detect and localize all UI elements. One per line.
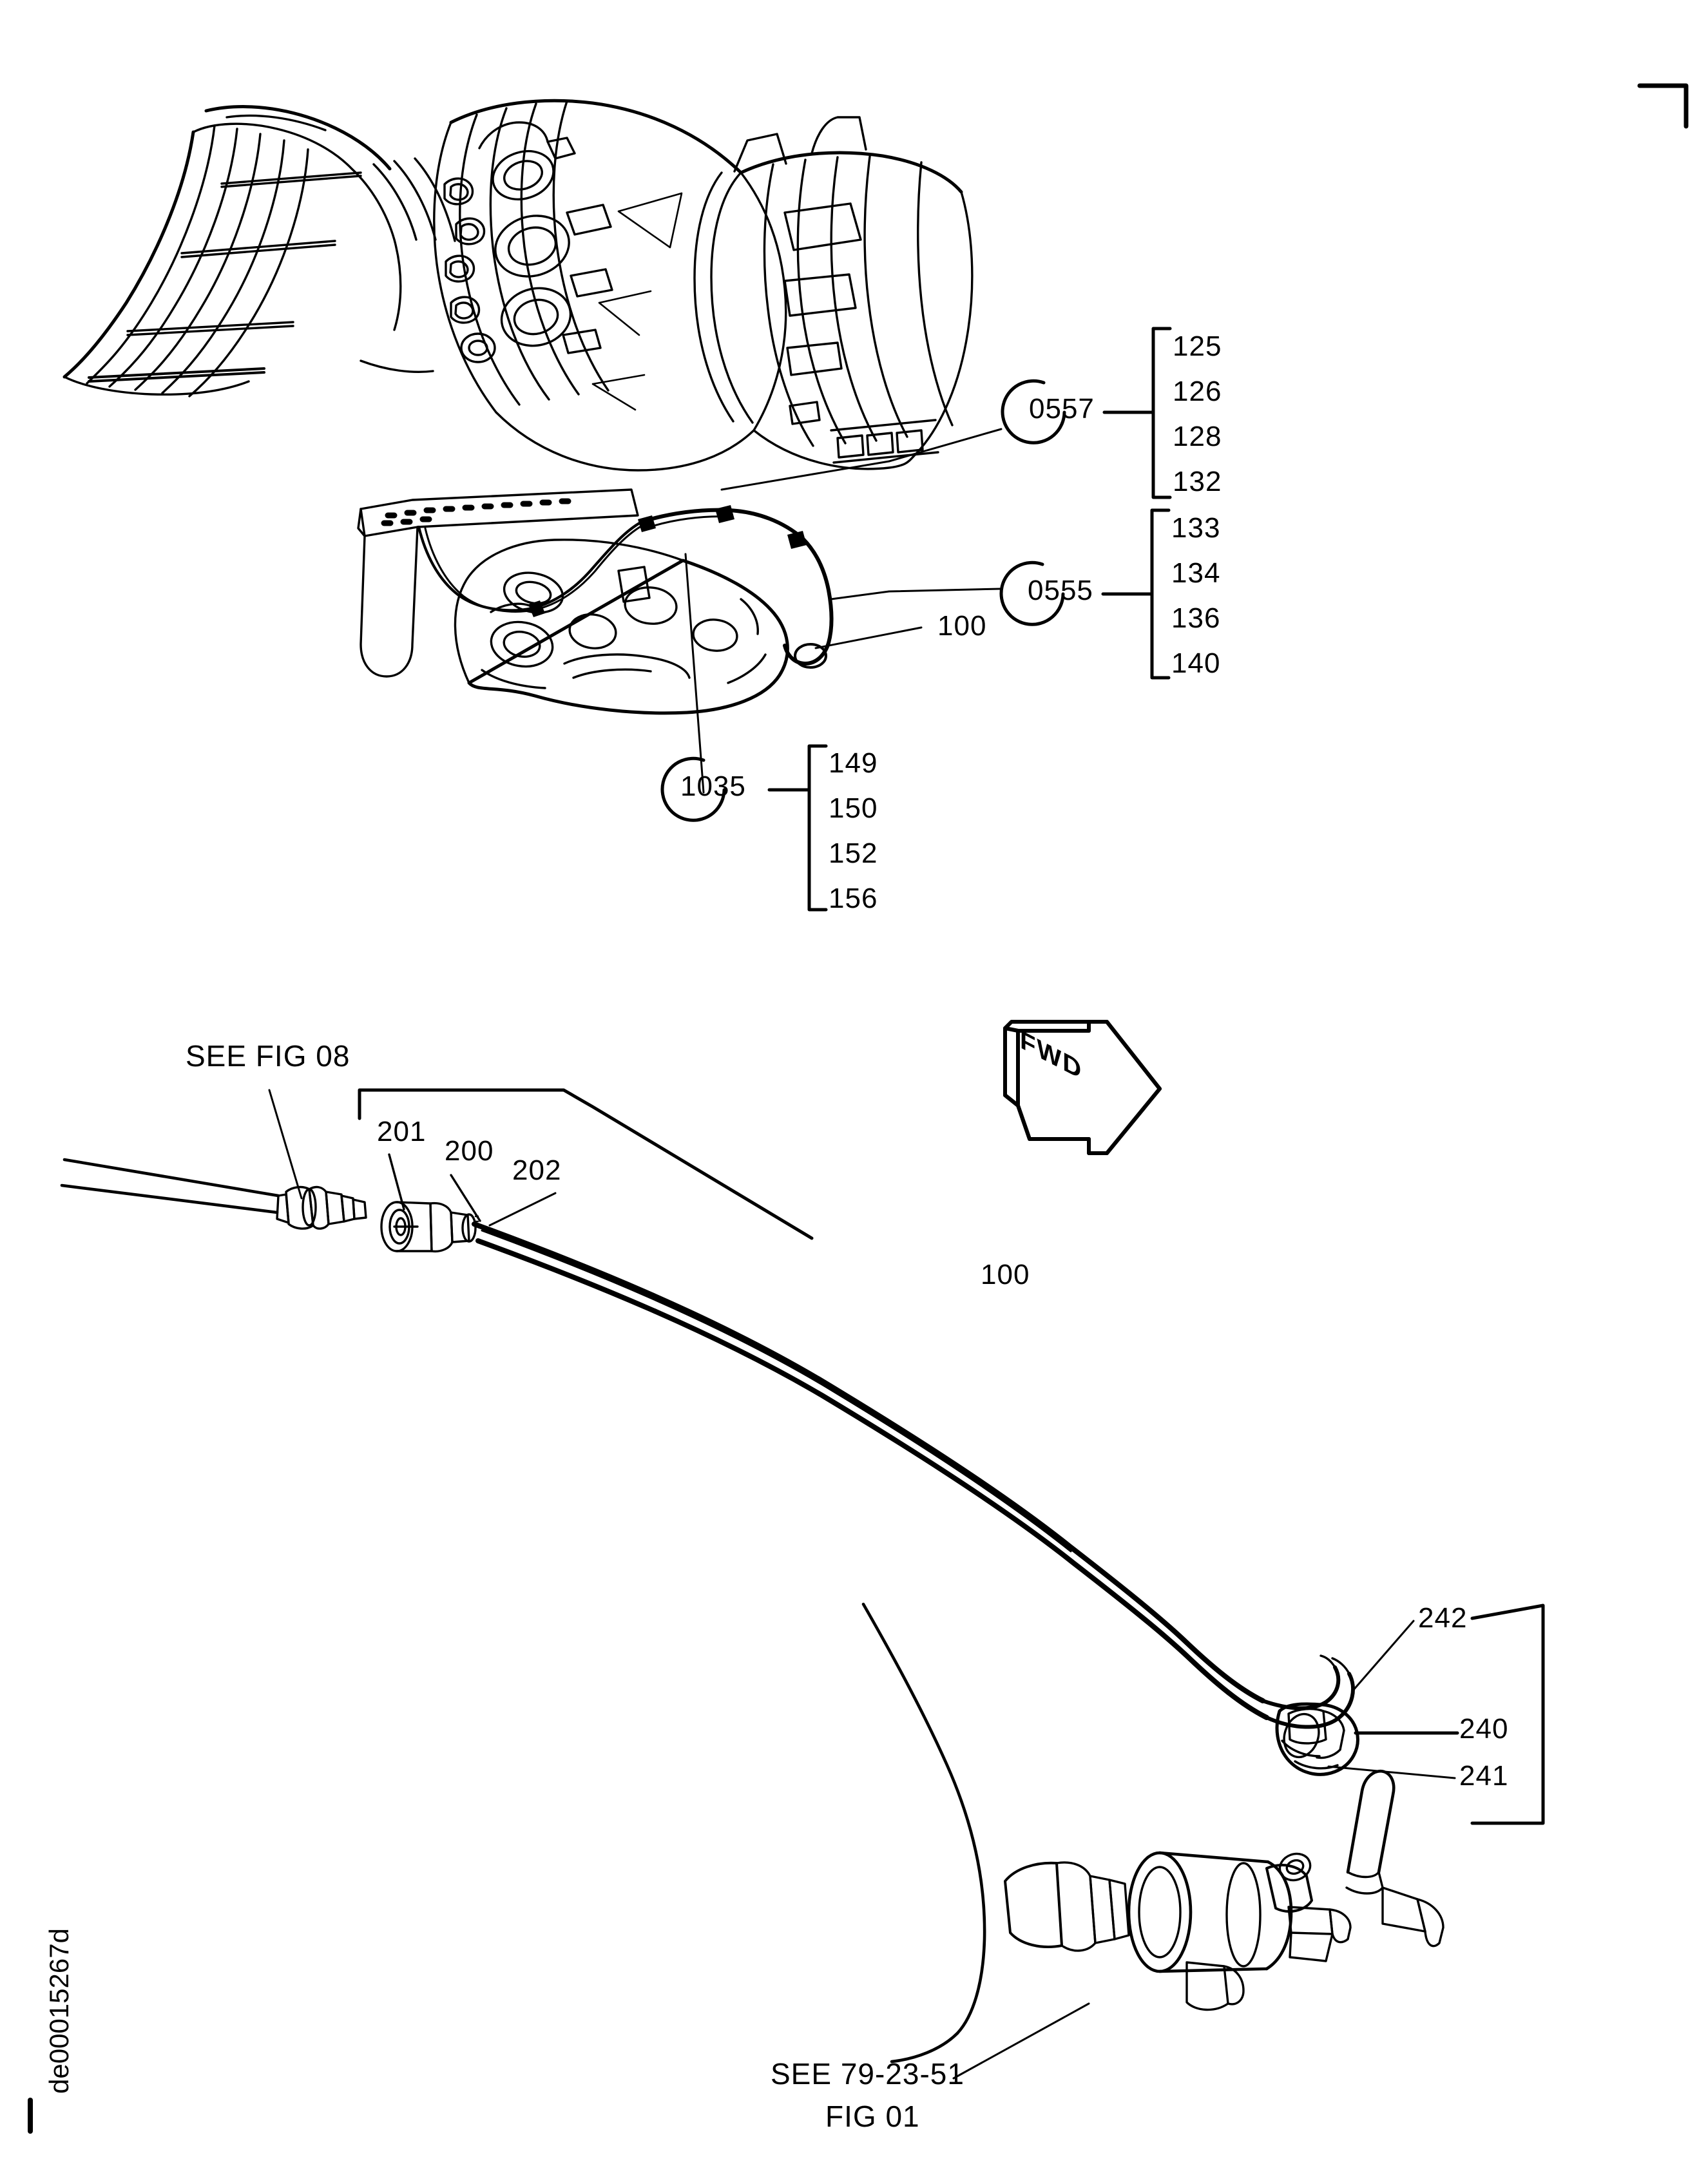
callout-id-1035: 1035 — [680, 771, 746, 802]
tube-outline-upper — [472, 1221, 1265, 1703]
item-number-242: 242 — [1418, 1602, 1468, 1634]
tube-highlight — [481, 1229, 1072, 1553]
bracket-1035 — [807, 744, 828, 912]
callout-id-0557: 0557 — [1029, 393, 1095, 425]
item-number-200: 200 — [445, 1135, 494, 1167]
item-number: 134 — [1171, 557, 1221, 589]
callout-circle-0557 — [1001, 379, 1066, 445]
item-number: 149 — [829, 747, 878, 779]
item-number-202: 202 — [512, 1154, 562, 1186]
callout-circle-1035 — [660, 756, 726, 822]
crop-mark-icon — [1637, 83, 1689, 129]
drawing-number: de00015267d — [44, 1928, 74, 2094]
engine-assembly-lineart — [62, 99, 1172, 912]
callout-circle-0555 — [999, 560, 1065, 626]
item-number-100-lower: 100 — [981, 1259, 1030, 1290]
bracket-left-group — [358, 1088, 814, 1240]
item-number: 136 — [1171, 602, 1221, 634]
item-number: 125 — [1173, 330, 1222, 362]
item-number: 150 — [829, 792, 878, 824]
item-number: 156 — [829, 883, 878, 914]
bracket-0555 — [1150, 508, 1171, 680]
callout-id-0555: 0555 — [1028, 575, 1093, 606]
note-see-fig-08: SEE FIG 08 — [186, 1039, 350, 1073]
item-number: 132 — [1173, 466, 1222, 497]
item-number-241: 241 — [1459, 1760, 1509, 1792]
tube-assembly-lineart — [60, 1020, 1545, 2080]
item-number: 152 — [829, 838, 878, 869]
item-number: 128 — [1173, 421, 1222, 452]
item-number-100-upper: 100 — [937, 610, 987, 642]
item-number-240: 240 — [1459, 1713, 1509, 1745]
note-see-79-23-51: SEE 79-23-51 — [771, 2057, 964, 2091]
fwd-arrow-icon — [1003, 1020, 1162, 1155]
item-number: 133 — [1171, 512, 1221, 544]
item-number: 126 — [1173, 376, 1222, 407]
item-number-201: 201 — [377, 1116, 427, 1147]
tube-outline-lower — [475, 1238, 1269, 1720]
bracket-0557 — [1151, 327, 1172, 499]
bracket-right-group — [1470, 1604, 1545, 1825]
note-fig-01: FIG 01 — [825, 2100, 920, 2133]
item-number: 140 — [1171, 647, 1221, 679]
